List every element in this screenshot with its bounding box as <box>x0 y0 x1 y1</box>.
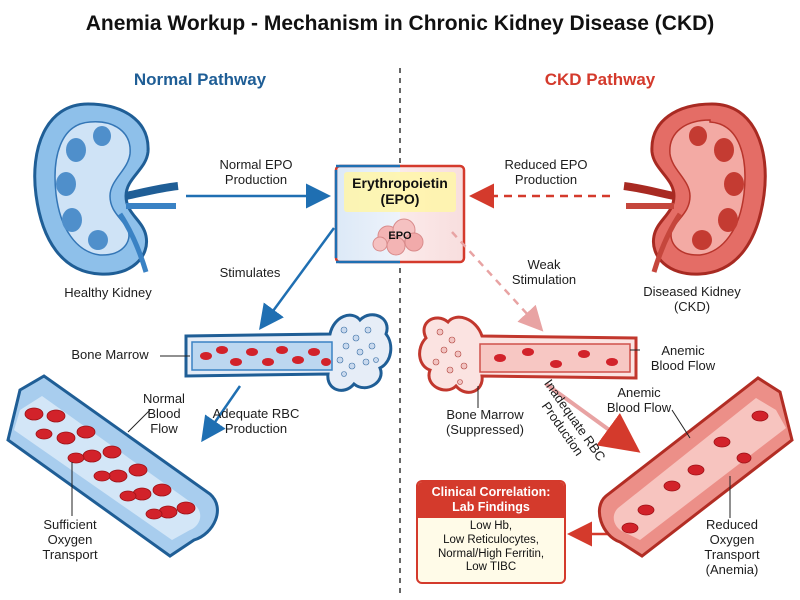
inadequate-rbc-arrow <box>544 382 641 453</box>
adequate-rbc-arrow <box>201 385 242 443</box>
normal-flow-leader <box>127 409 151 433</box>
epo-box-title: Erythropoietin(EPO) <box>352 175 448 208</box>
healthy-kidney-illustration <box>33 102 179 276</box>
ckd-blood-vessel-illustration <box>597 376 794 558</box>
suppressed-bone-marrow-label: Bone Marrow(Suppressed) <box>445 407 525 437</box>
stimulates-label: Stimulates <box>219 265 281 280</box>
anemic-flow-leader-2 <box>671 409 691 439</box>
normal-blood-vessel-illustration <box>6 374 219 558</box>
epo-molecule-illustration <box>372 218 424 256</box>
epo-box <box>334 164 466 264</box>
normal-bone-marrow-illustration <box>184 313 393 392</box>
clinical-correlation-heading: Clinical Correlation:Lab Findings <box>418 482 564 518</box>
lab-finding: Normal/High Ferritin, <box>437 547 545 560</box>
stimulates-arrow <box>259 227 336 331</box>
weak-stimulation-arrow <box>451 231 544 332</box>
lab-finding: Low Reticulocytes, <box>443 533 539 546</box>
lab-finding: Low TIBC <box>465 561 517 574</box>
page-title: Anemia Workup - Mechanism in Chronic Kid… <box>85 12 715 35</box>
lab-findings-list: Low Hb, Low Reticulocytes, Normal/High F… <box>418 518 564 575</box>
diseased-kidney-label: Diseased Kidney(CKD) <box>643 284 741 314</box>
ckd-pathway-header: CKD Pathway <box>544 70 656 89</box>
ckd-bone-marrow-illustration <box>418 315 638 394</box>
lab-finding: Low Hb, <box>469 520 513 532</box>
clinical-correlation-box: Clinical Correlation:Lab Findings Low Hb… <box>416 480 566 584</box>
diseased-kidney-illustration <box>623 102 767 276</box>
healthy-kidney-label: Healthy Kidney <box>64 285 152 300</box>
epo-molecule-label: EPO <box>388 230 412 242</box>
normal-pathway-header: Normal Pathway <box>133 70 267 89</box>
normal-bone-marrow-label: Bone Marrow <box>71 347 149 362</box>
